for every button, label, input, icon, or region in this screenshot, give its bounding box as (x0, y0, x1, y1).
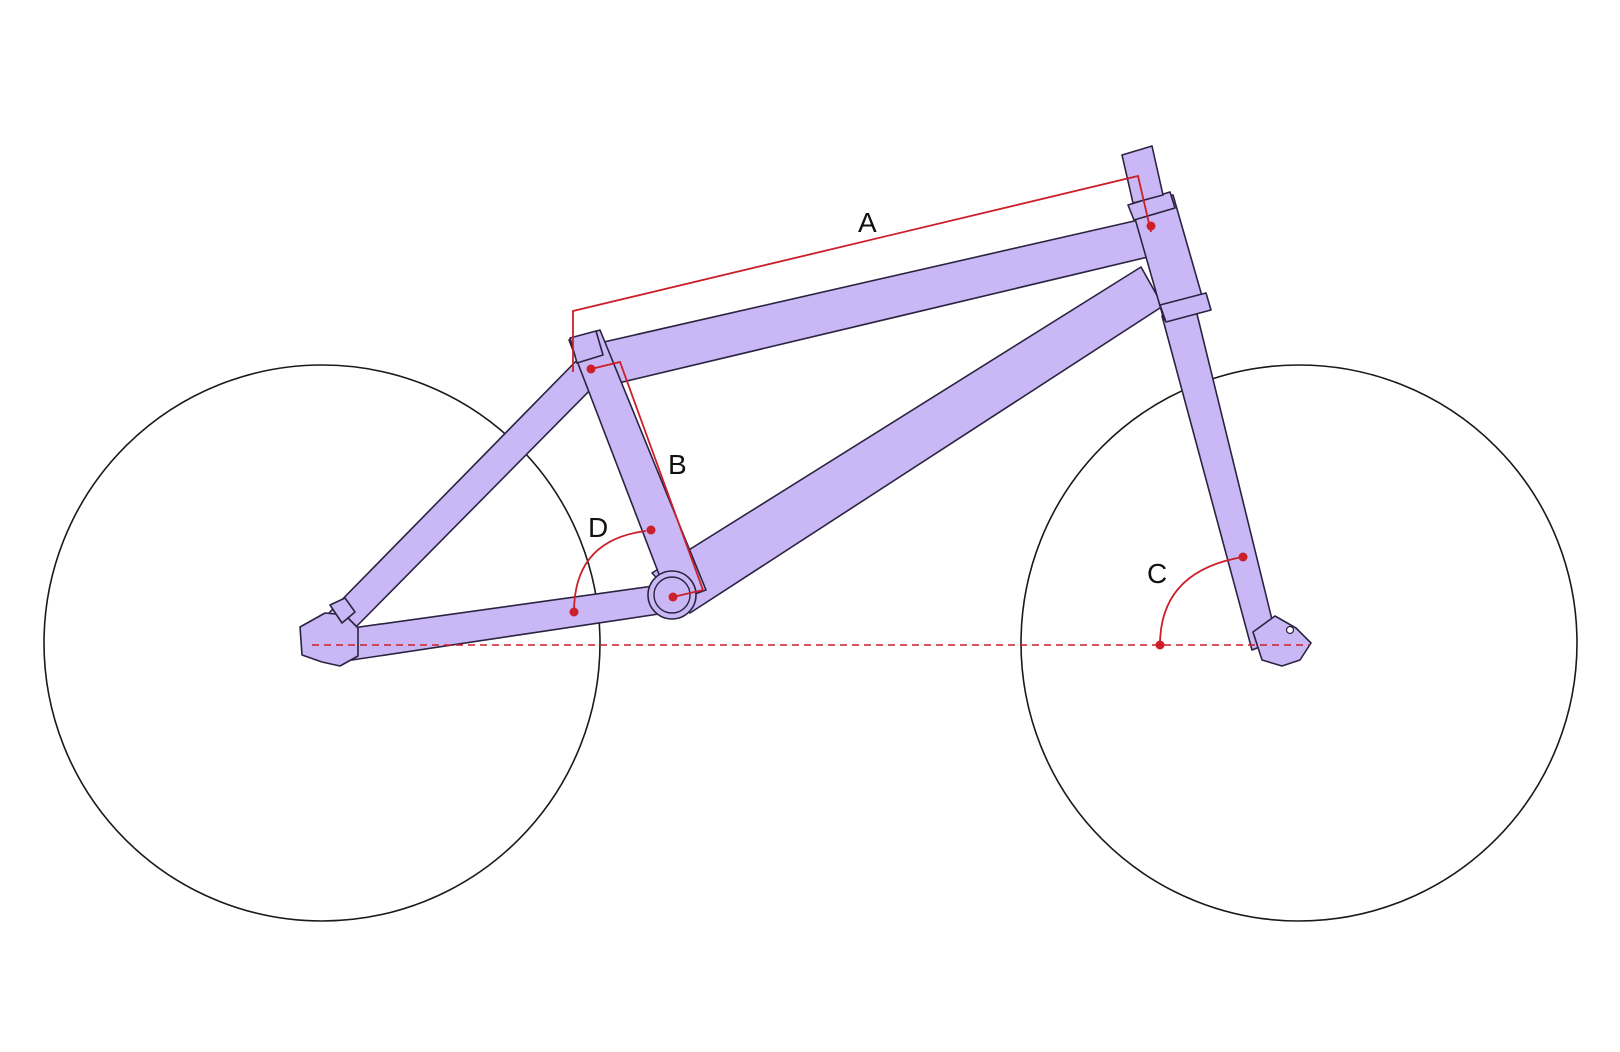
headset-bottom (1159, 292, 1212, 323)
dim-dot-head-top (1146, 221, 1156, 231)
bottom-bracket-inner (653, 576, 691, 614)
label-c: C (1147, 558, 1167, 589)
rear-dropout (299, 612, 359, 667)
rear-wheel (43, 364, 601, 922)
dimension-a-top-tube-length (572, 174, 1152, 372)
dim-dot-d-end (646, 525, 656, 535)
angle-arc-d (573, 530, 647, 613)
bike-frame (299, 145, 1312, 667)
rear-dropout-tab (329, 597, 356, 624)
label-b: B (668, 449, 687, 480)
dim-dot-c-start (1155, 640, 1165, 650)
seat-post (569, 330, 604, 364)
front-dropout-hole (1285, 625, 1295, 635)
label-a: A (858, 207, 877, 238)
dim-dot-bb (668, 592, 678, 602)
front-dropout (1252, 615, 1312, 667)
steerer-tube (1121, 145, 1164, 204)
dim-dot-d-start (569, 607, 579, 617)
dim-dot-c-end (1238, 552, 1248, 562)
fork-leg (1161, 309, 1278, 651)
angle-arc-c (1159, 556, 1244, 646)
dimension-b-seat-tube-length (590, 360, 705, 598)
dim-dot-seat-top (586, 364, 596, 374)
seat-stay (326, 354, 604, 635)
front-wheel (1020, 364, 1578, 922)
label-d: D (588, 512, 608, 543)
